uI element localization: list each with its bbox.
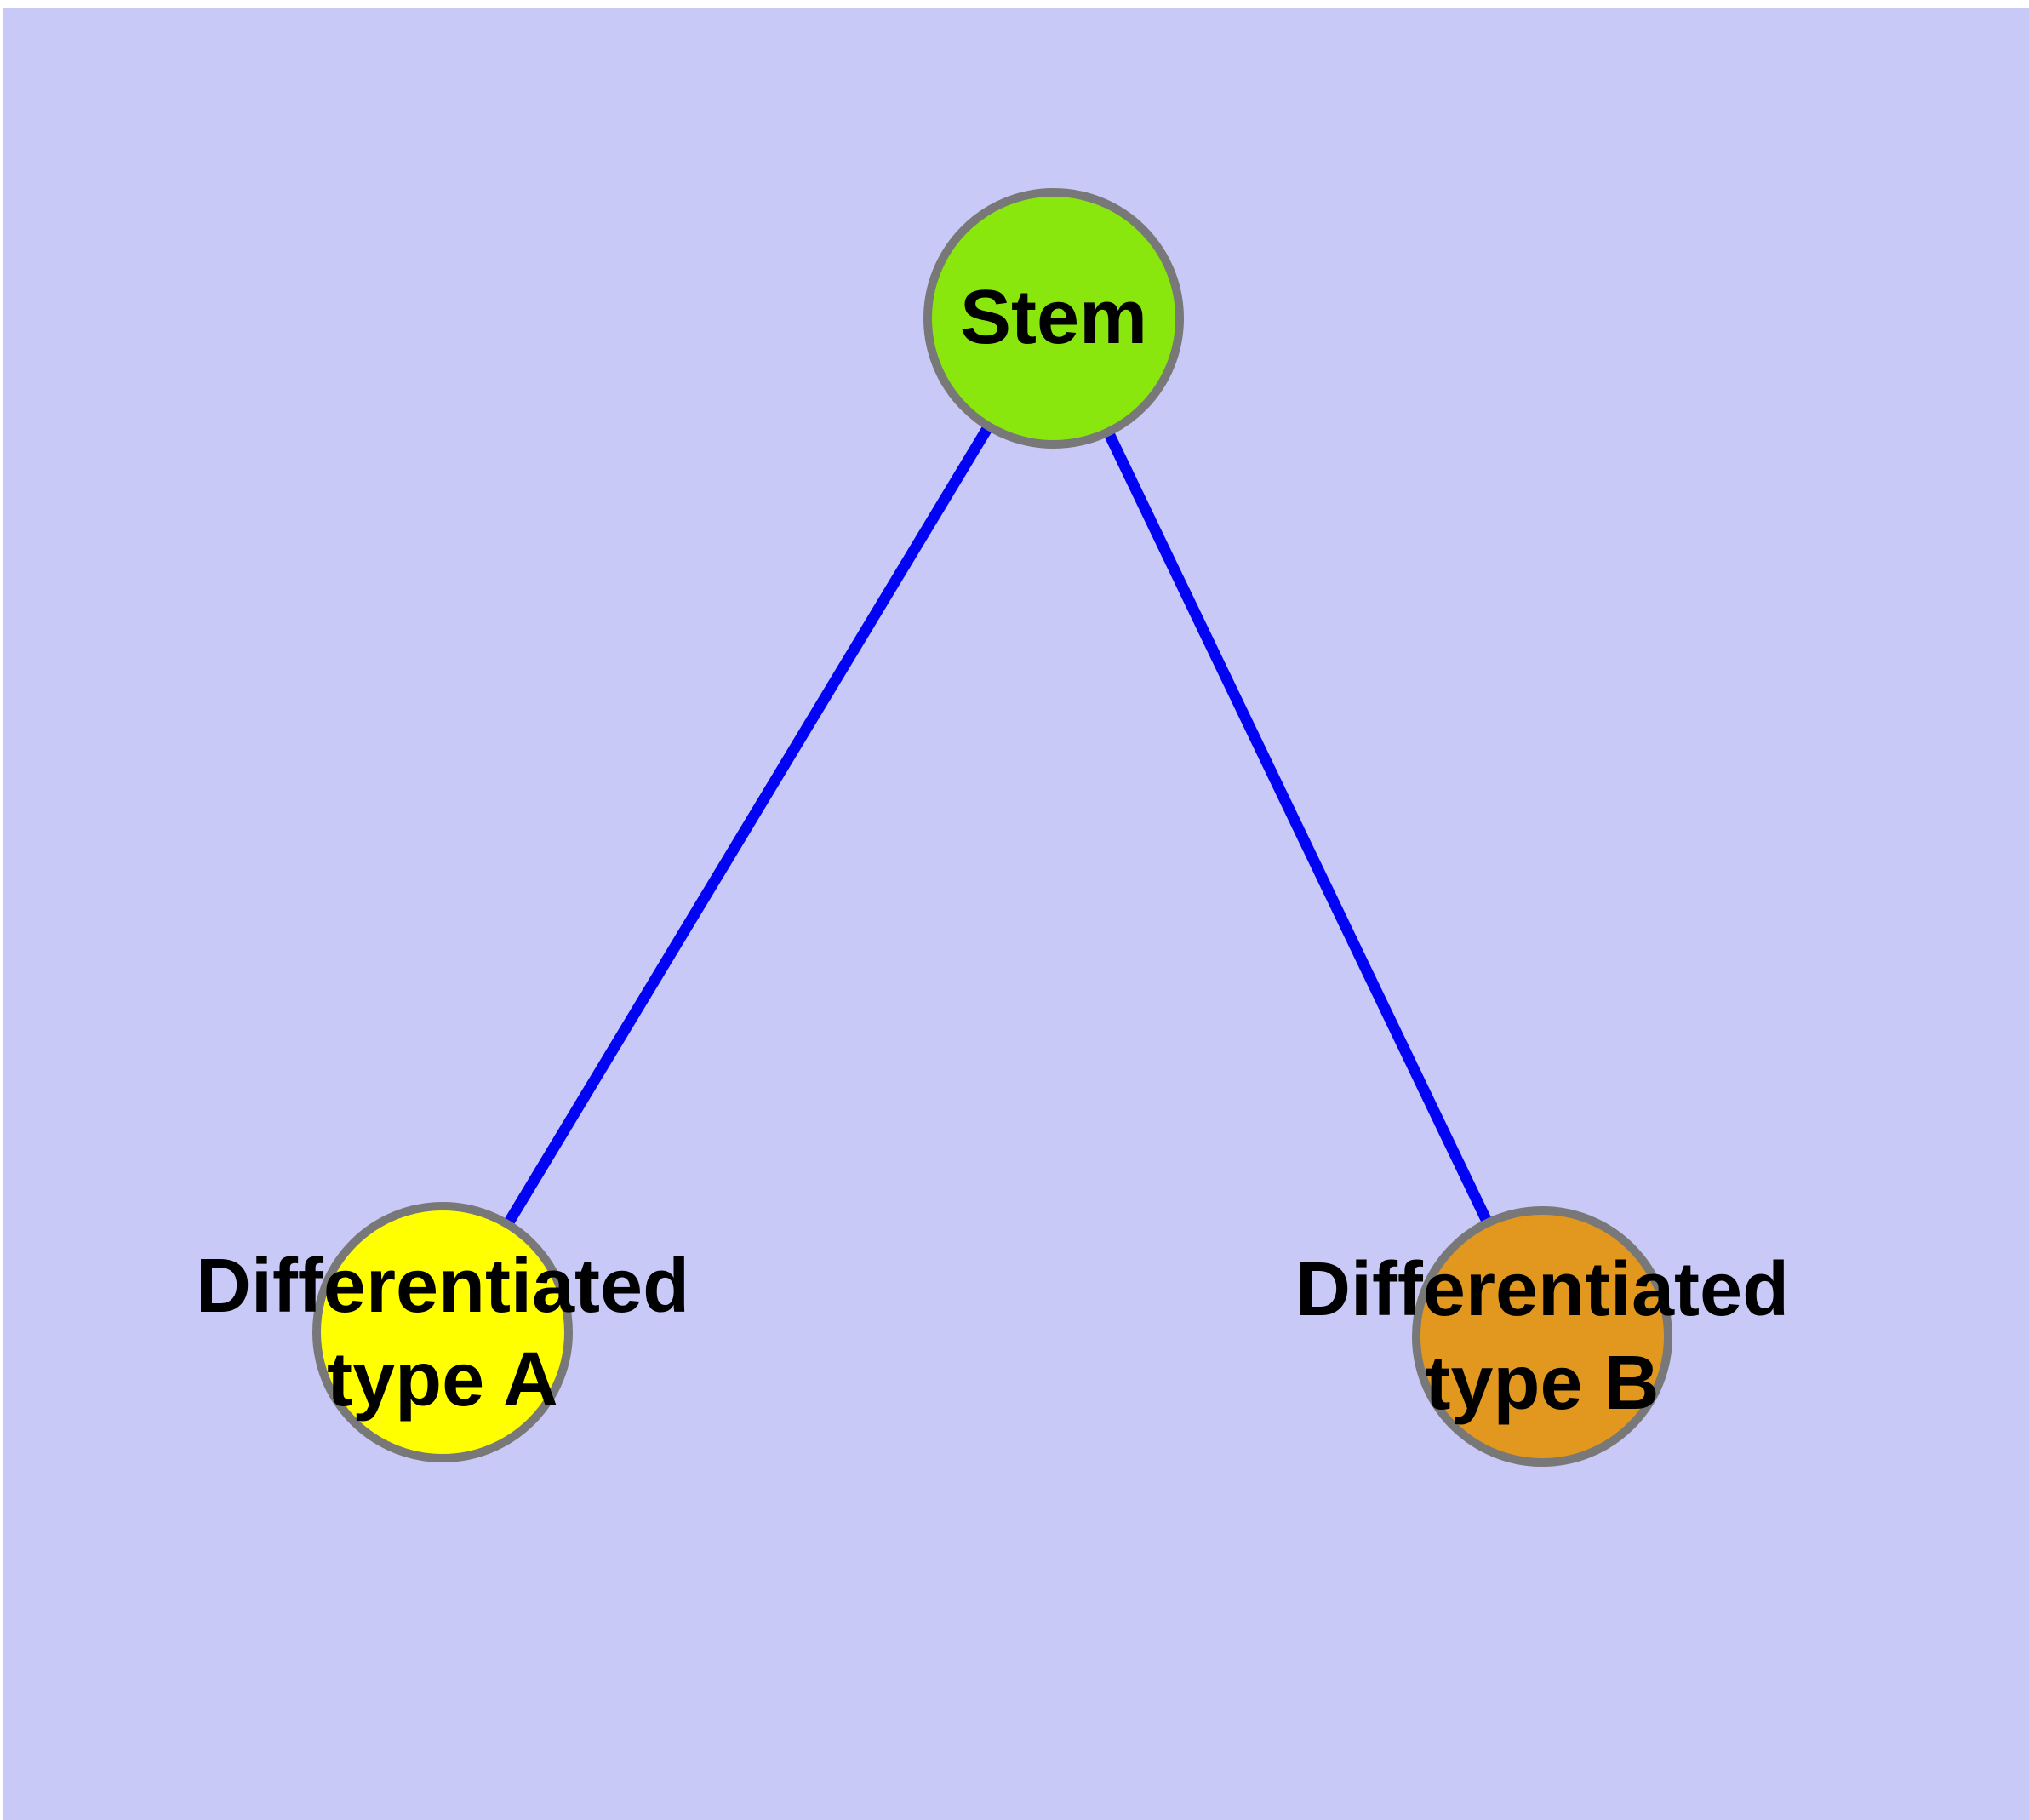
- node-differentiated-type-b: [1412, 1206, 1672, 1467]
- node-label-differentiated-type-a: Differentiated type A: [196, 1240, 689, 1428]
- label-line-2: type B: [1425, 1341, 1660, 1426]
- label-line-1: Differentiated: [1295, 1247, 1790, 1333]
- edge-stem-to-type-b: [1049, 316, 1547, 1339]
- node-differentiated-type-a: [312, 1202, 573, 1462]
- label-line-1: Differentiated: [195, 1244, 690, 1330]
- edge-stem-to-type-a: [437, 315, 1059, 1336]
- label-line-2: type A: [327, 1337, 558, 1422]
- node-label-differentiated-type-b: Differentiated type B: [1295, 1244, 1789, 1431]
- node-label-stem: Stem: [959, 275, 1148, 361]
- node-stem: [923, 188, 1184, 449]
